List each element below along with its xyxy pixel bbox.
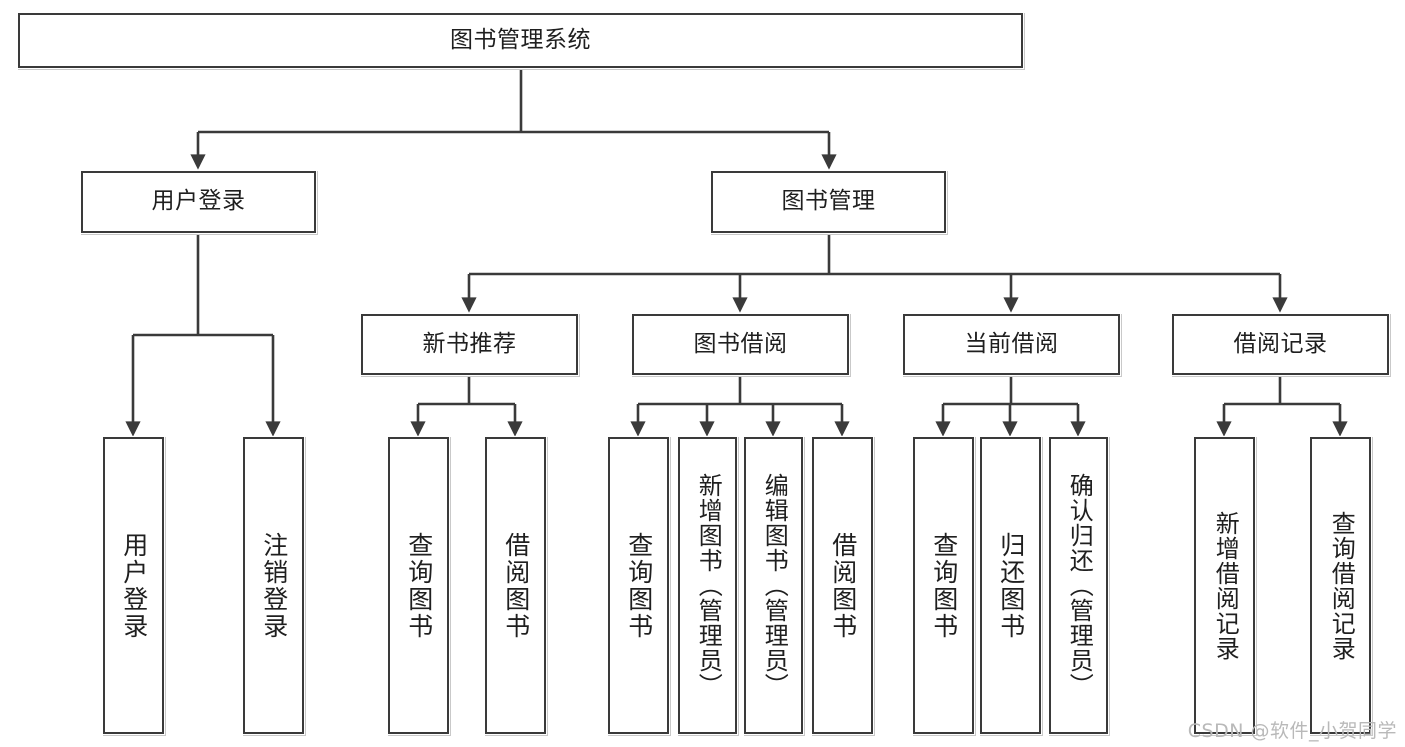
leaf-record-1[interactable]: 新增借阅记录 xyxy=(1194,437,1255,734)
leaf-user-login-2[interactable]: 注销登录 xyxy=(243,437,304,734)
leaf-user-login-1[interactable]: 用户登录 xyxy=(103,437,164,734)
leaf-user-login-2-label: 注销登录 xyxy=(259,531,289,640)
node-borrow-record-label: 借阅记录 xyxy=(1233,330,1328,357)
leaf-user-login-1-label: 用户登录 xyxy=(119,531,149,640)
leaf-record-2[interactable]: 查询借阅记录 xyxy=(1310,437,1371,734)
leaf-recommend-1-label: 查询图书 xyxy=(404,531,434,640)
leaf-borrow-3-label: 编辑图书（管理员） xyxy=(760,473,789,698)
watermark-text: CSDN @软件_小贺同学 xyxy=(1187,720,1397,742)
leaf-recommend-2[interactable]: 借阅图书 xyxy=(485,437,546,734)
leaf-current-1-label: 查询图书 xyxy=(929,531,959,640)
leaf-current-2-label: 归还图书 xyxy=(996,531,1026,640)
node-book-manage[interactable]: 图书管理 xyxy=(711,171,946,233)
leaf-borrow-2[interactable]: 新增图书（管理员） xyxy=(678,437,737,734)
leaf-borrow-4-label: 借阅图书 xyxy=(828,531,858,640)
leaf-borrow-4[interactable]: 借阅图书 xyxy=(812,437,873,734)
leaf-record-1-label: 新增借阅记录 xyxy=(1211,510,1240,661)
leaf-borrow-3[interactable]: 编辑图书（管理员） xyxy=(744,437,803,734)
leaf-recommend-1[interactable]: 查询图书 xyxy=(388,437,449,734)
leaf-recommend-2-label: 借阅图书 xyxy=(501,531,531,640)
leaf-borrow-2-label: 新增图书（管理员） xyxy=(694,473,723,698)
node-user-login-label: 用户登录 xyxy=(151,188,246,215)
leaf-record-2-label: 查询借阅记录 xyxy=(1327,510,1356,661)
node-borrow-record[interactable]: 借阅记录 xyxy=(1172,314,1389,375)
node-book-borrow-label: 图书借阅 xyxy=(693,330,788,357)
node-book-manage-label: 图书管理 xyxy=(781,188,876,215)
leaf-borrow-1[interactable]: 查询图书 xyxy=(608,437,669,734)
node-root[interactable]: 图书管理系统 xyxy=(18,13,1023,68)
leaf-current-2[interactable]: 归还图书 xyxy=(980,437,1041,734)
leaf-current-3-label: 确认归还（管理员） xyxy=(1065,473,1094,698)
node-user-login[interactable]: 用户登录 xyxy=(81,171,316,233)
node-book-borrow[interactable]: 图书借阅 xyxy=(632,314,849,375)
node-root-label: 图书管理系统 xyxy=(450,26,591,53)
node-current-borrow[interactable]: 当前借阅 xyxy=(903,314,1120,375)
leaf-current-1[interactable]: 查询图书 xyxy=(913,437,974,734)
leaf-borrow-1-label: 查询图书 xyxy=(624,531,654,640)
node-new-book-recommend[interactable]: 新书推荐 xyxy=(361,314,578,375)
node-new-book-recommend-label: 新书推荐 xyxy=(422,330,517,357)
leaf-current-3[interactable]: 确认归还（管理员） xyxy=(1049,437,1108,734)
node-current-borrow-label: 当前借阅 xyxy=(964,330,1059,357)
